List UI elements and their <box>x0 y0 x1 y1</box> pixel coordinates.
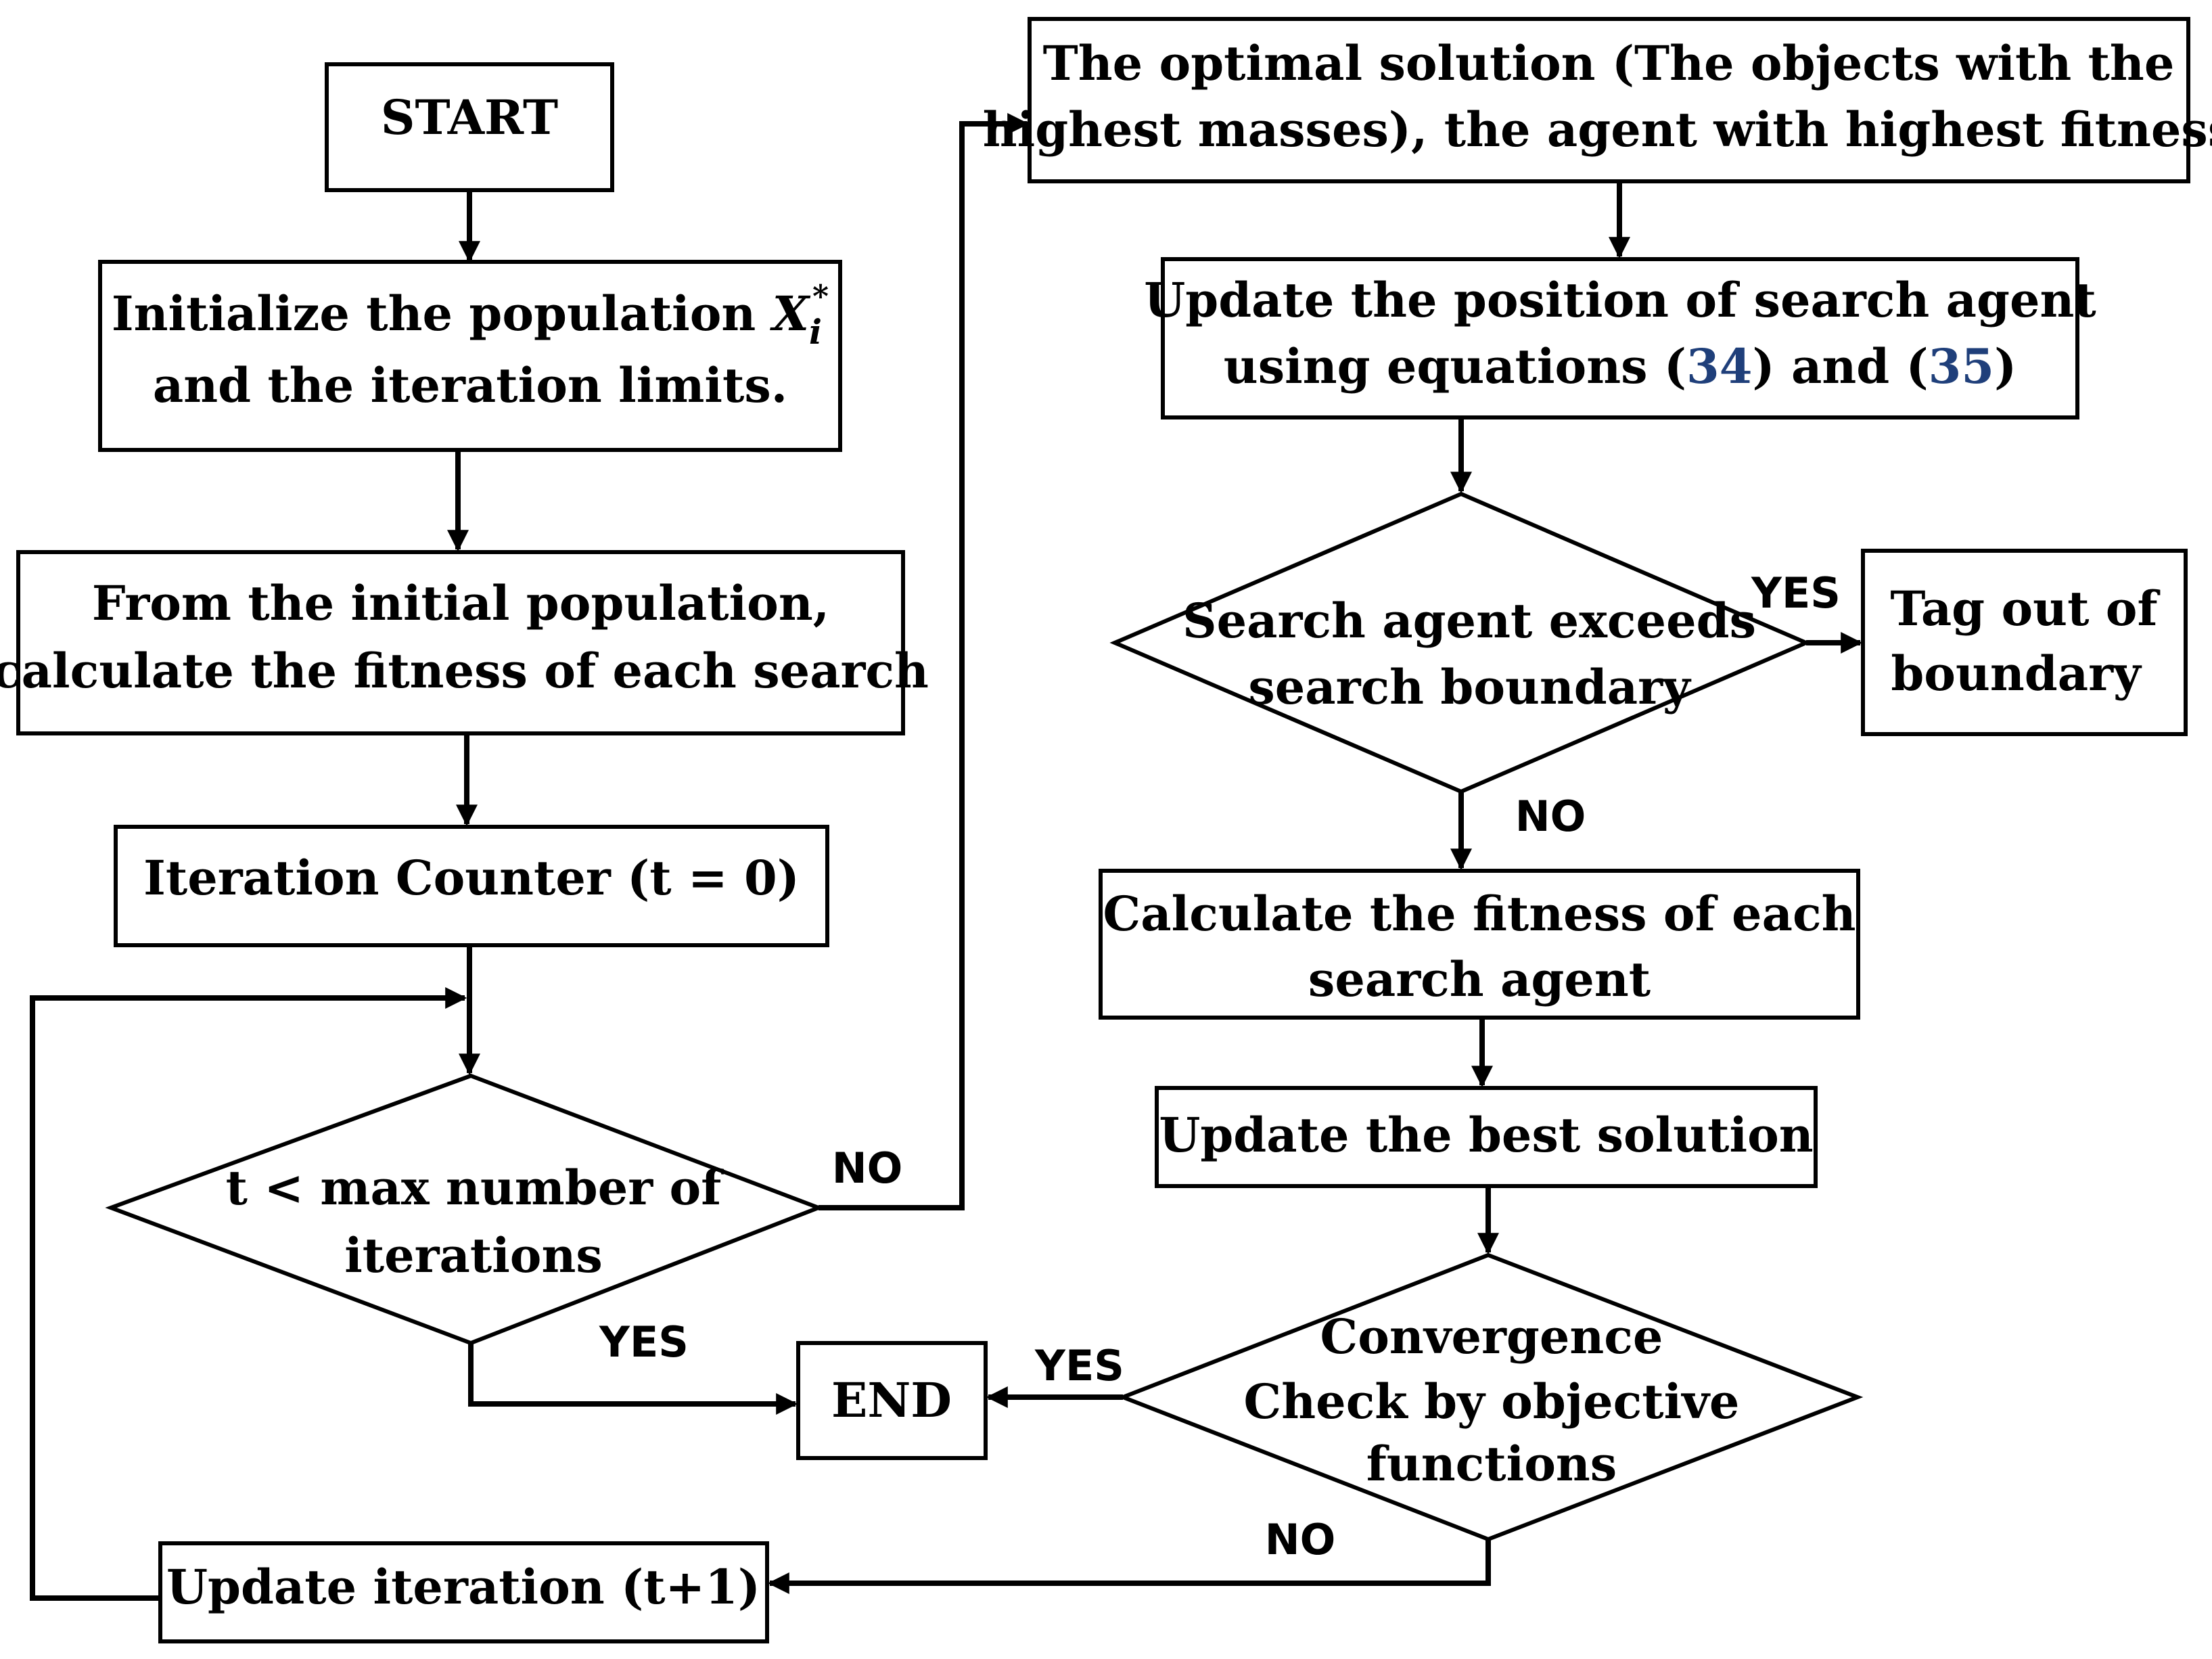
end-label: END <box>831 1372 952 1428</box>
convergence-line-2: Check by objective <box>1244 1373 1740 1430</box>
update-position-line-2: using equations (34) and (35) <box>1224 338 2017 394</box>
initialize-subscript: i <box>809 312 822 352</box>
update-best-node: Update the best solution <box>1155 1086 1818 1188</box>
max-iterations-line-1: t < max number of <box>226 1160 724 1216</box>
initialize-symbol: X <box>770 286 811 342</box>
end-node: END <box>796 1341 988 1460</box>
optimal-solution-line-1: The optimal solution (The objects with t… <box>1043 35 2175 91</box>
calculate-fitness-line-2: search agent <box>1308 951 1651 1007</box>
iteration-counter-label: Iteration Counter (t = 0) <box>143 850 800 906</box>
arrow-no-to-optimal <box>819 113 1030 1210</box>
convergence-line-3: functions <box>1366 1436 1617 1492</box>
initial-fitness-node: From the initial population, calculate t… <box>0 550 929 735</box>
initialize-line-1: Initialize the population Xi* <box>112 278 829 352</box>
calculate-fitness-node: Calculate the fitness of each search age… <box>1099 869 1860 1020</box>
convergence-no-label: NO <box>1265 1515 1336 1564</box>
loop-yes-label: YES <box>599 1317 689 1367</box>
arrow-yes-to-end <box>468 1343 798 1415</box>
tag-line-1: Tag out of <box>1890 581 2160 637</box>
initial-fitness-line-1: From the initial population, <box>92 575 829 631</box>
iteration-counter-node: Iteration Counter (t = 0) <box>114 825 829 947</box>
initialize-superscript: * <box>812 278 829 315</box>
initialize-line-1-text: Initialize the population <box>112 286 773 342</box>
max-iterations-line-2: iterations <box>344 1227 603 1283</box>
update-position-text-b: ) and ( <box>1752 338 1928 394</box>
update-position-node: Update the position of search agent usin… <box>1144 257 2096 419</box>
update-best-label: Update the best solution <box>1159 1107 1813 1163</box>
update-iteration-node: Update iteration (t+1) <box>158 1541 769 1643</box>
arrow-loop-back <box>30 987 467 1601</box>
calculate-fitness-line-1: Calculate the fitness of each <box>1103 886 1856 942</box>
loop-no-label: NO <box>832 1143 903 1193</box>
tag-line-2: boundary <box>1891 645 2142 702</box>
update-iteration-label: Update iteration (t+1) <box>166 1559 760 1615</box>
connectors <box>30 113 1863 1601</box>
convergence-decision: Convergence Check by objective functions <box>1117 1252 1864 1542</box>
update-position-text-c: ) <box>1994 338 2017 394</box>
boundary-yes-label: YES <box>1751 568 1841 618</box>
convergence-line-1: Convergence <box>1320 1309 1663 1365</box>
start-label: START <box>381 89 558 145</box>
initial-fitness-line-2: calculate the fitness of each search <box>0 643 929 699</box>
arrow-convergence-no <box>767 1539 1491 1594</box>
equation-ref-34[interactable]: 34 <box>1686 338 1752 394</box>
start-node: START <box>325 62 614 192</box>
optimal-solution-line-2: highest masses), the agent with highest … <box>983 101 2212 158</box>
update-position-line-1: Update the position of search agent <box>1144 272 2096 328</box>
boundary-no-label: NO <box>1515 792 1586 841</box>
optimal-solution-node: The optimal solution (The objects with t… <box>983 17 2212 183</box>
boundary-line-2: search boundary <box>1248 659 1692 715</box>
tag-out-of-boundary-node: Tag out of boundary <box>1861 549 2188 736</box>
equation-ref-35[interactable]: 35 <box>1929 338 1994 394</box>
update-position-text-a: using equations ( <box>1224 338 1686 394</box>
convergence-yes-label: YES <box>1034 1341 1124 1390</box>
boundary-decision: Search agent exceeds search boundary <box>1109 491 1812 794</box>
initialize-line-2: and the iteration limits. <box>153 357 787 413</box>
max-iterations-decision: t < max number of iterations <box>105 1073 825 1346</box>
initialize-population-node: Initialize the population Xi* and the it… <box>98 260 842 452</box>
boundary-line-1: Search agent exceeds <box>1182 593 1756 649</box>
